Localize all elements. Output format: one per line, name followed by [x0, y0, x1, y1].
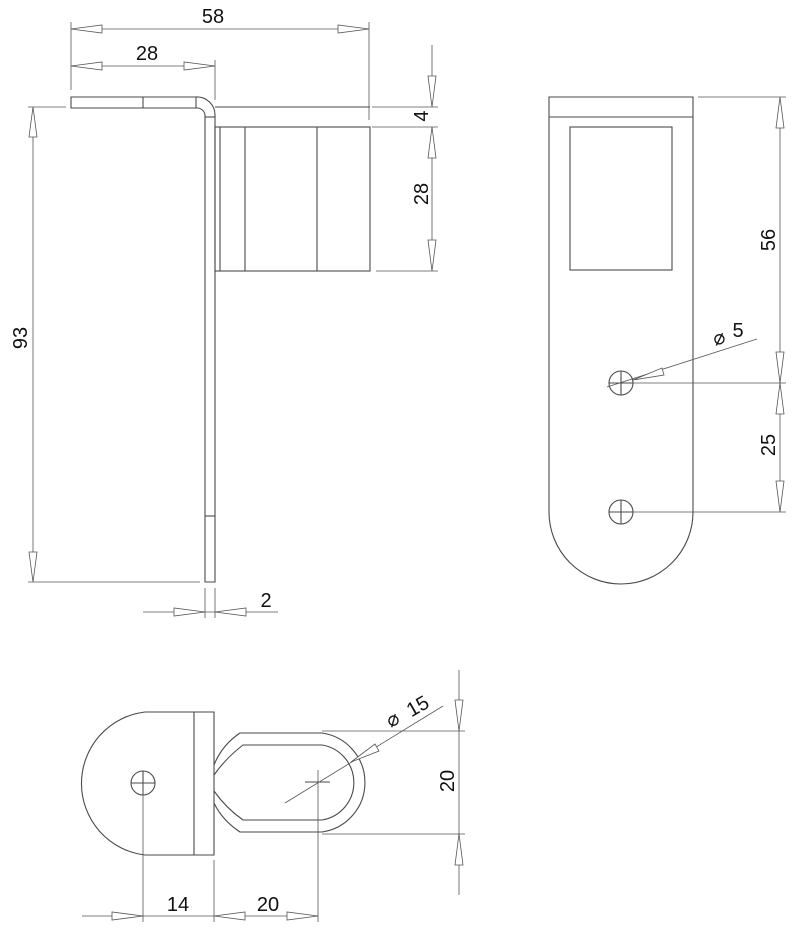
dim-hole-diameter-symbol: ⌀ — [710, 326, 728, 351]
dim-hole-diameter: 5 — [732, 320, 743, 342]
dim-overall-height: 93 — [10, 327, 32, 349]
dim-flange-length: 28 — [136, 43, 158, 65]
dim-loop-diameter-symbol: ⌀ — [382, 707, 403, 732]
top-view: 20 ⌀ 15 14 20 — [80, 670, 465, 922]
dim-thickness: 2 — [260, 590, 271, 612]
dim-loop-center-offset: 20 — [257, 894, 279, 916]
side-view: 58 28 93 4 28 2 — [10, 6, 438, 618]
dim-height-to-hole: 56 — [758, 229, 780, 251]
dim-loop-width: 20 — [437, 770, 459, 792]
dim-hole-offset: 14 — [167, 894, 189, 916]
dim-loop-diameter: 15 — [403, 692, 433, 722]
dim-overall-width: 58 — [202, 6, 224, 28]
dim-hole-spacing: 25 — [758, 434, 780, 456]
front-view: 56 25 ⌀ 5 — [548, 96, 786, 585]
dim-loop-height: 28 — [411, 183, 433, 205]
dim-top-offset: 4 — [411, 110, 433, 121]
